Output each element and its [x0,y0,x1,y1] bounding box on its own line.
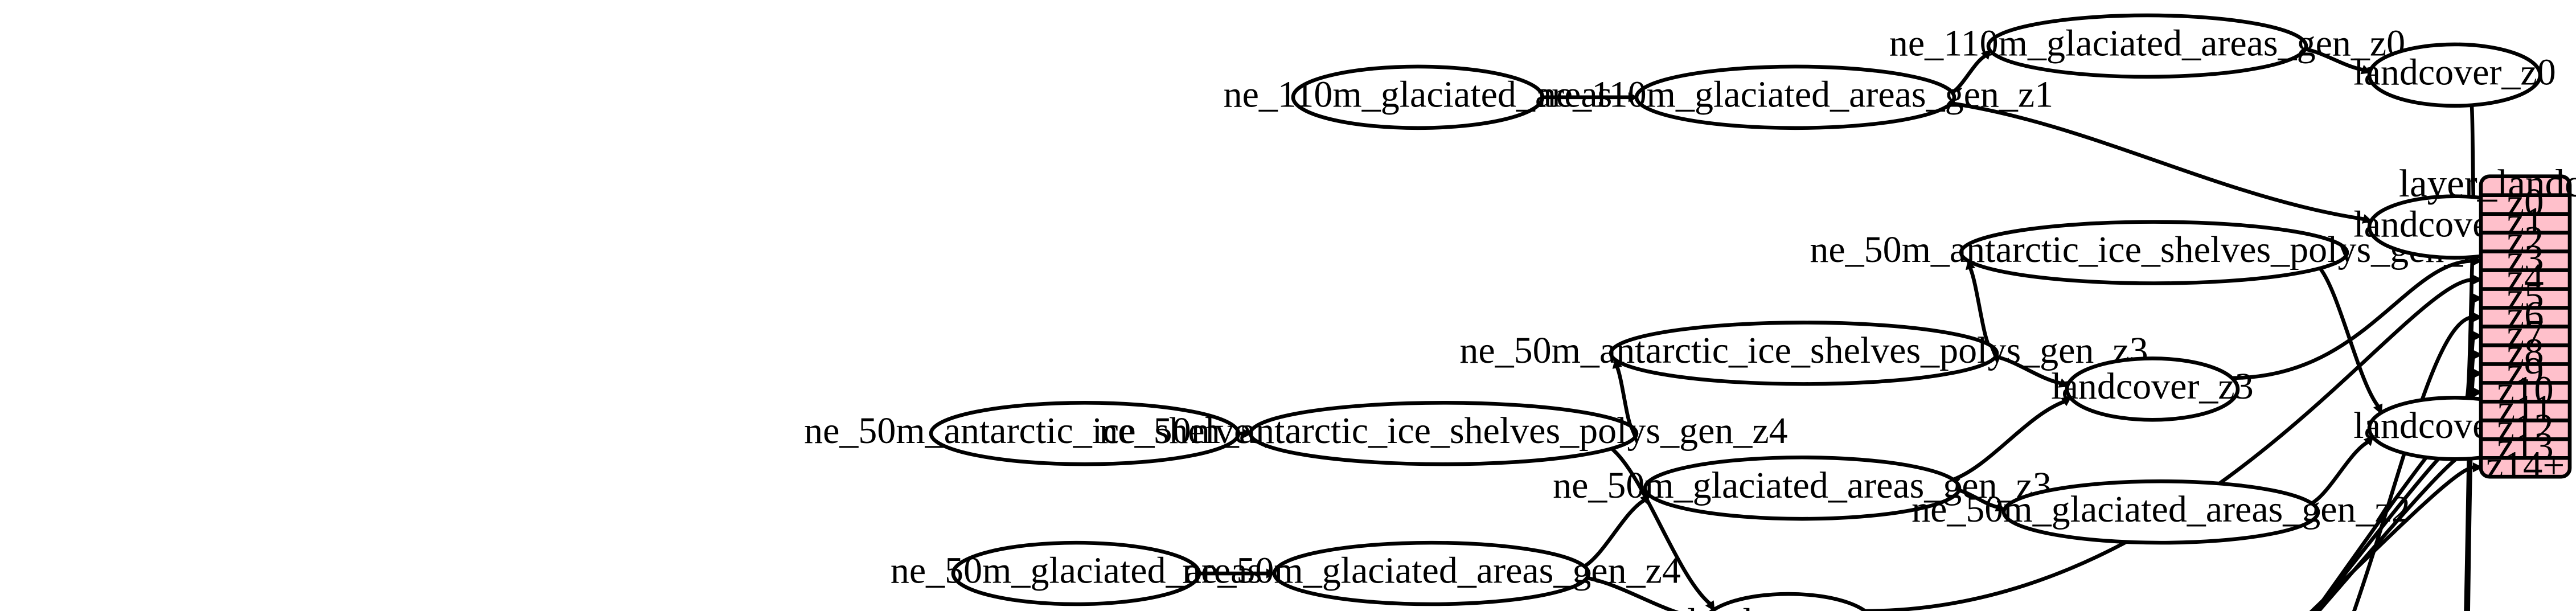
edge-ne_50m_glaciated_areas_gen_z4-to-landcover_z4 [1586,576,1679,611]
node-ne_50m_glaciated_areas_gen_z2[interactable]: ne_50m_glaciated_areas_gen_z2 [1912,479,2410,545]
record-row-z10[interactable]: z10 [2497,368,2554,412]
record-row-z1[interactable]: z1 [2507,199,2544,243]
record-row-z12[interactable]: z12 [2497,406,2554,449]
node-ne_50m_antarctic_ice_shelves_polys_gen_z2[interactable]: ne_50m_antarctic_ice_shelves_polys_gen_z… [1810,220,2499,285]
edge-ne_110m_glaciated_areas_gen_z1-to-landcover_z1 [1950,101,2373,224]
record-row-z3[interactable]: z3 [2507,237,2544,280]
node-label-ne_50m_glaciated_areas_gen_z2: ne_50m_glaciated_areas_gen_z2 [1912,489,2410,530]
node-label-landcover_z4: landcover_z4 [1687,601,1889,611]
node-label-ne_110m_glaciated_areas_gen_z1: ne_110m_glaciated_areas_gen_z1 [1537,73,2053,115]
edge-ne_50m_glaciated_areas_gen_z4-to-ne_50m_glaciated_areas_gen_z3 [1582,493,1651,568]
node-ne_50m_glaciated_areas_gen_z3[interactable]: ne_50m_glaciated_areas_gen_z3 [1553,455,2052,521]
node-layer: imposm3osm_landcover_polygonsimplify_vw_… [804,13,2556,611]
record-row-z14[interactable]: z14+ [2486,444,2565,487]
node-ne_110m_glaciated_areas_gen_z1[interactable]: ne_110m_glaciated_areas_gen_z1 [1537,64,2053,130]
record-header-label: layer_landcover [2399,162,2576,205]
node-landcover_z3[interactable]: landcover_z3 [2051,356,2254,422]
node-label-ne_50m_glaciated_areas_gen_z3: ne_50m_glaciated_areas_gen_z3 [1553,465,2052,506]
edge-ne_110m_glaciated_areas-to-ne_110m_glaciated_areas_gen_z1 [1541,92,1639,102]
record-row-z5[interactable]: z5 [2507,274,2544,318]
edge-ne_50m_antarctic_ice_shelves_polys_gen_z4-to-landcover_z4 [1610,446,1715,611]
node-label-ne_50m_glaciated_areas: ne_50m_glaciated_areas [891,550,1262,592]
record-row-z13[interactable]: z13 [2497,425,2554,468]
node-label-ne_110m_glaciated_areas_gen_z0: ne_110m_glaciated_areas_gen_z0 [1889,23,2405,64]
record-row-z11[interactable]: z11 [2497,387,2553,430]
node-ne_110m_glaciated_areas[interactable]: ne_110m_glaciated_areas [1224,64,1613,130]
node-label-ne_50m_glaciated_areas_gen_z4: ne_50m_glaciated_areas_gen_z4 [1182,550,1681,592]
node-landcover_z4[interactable]: landcover_z4 [1687,592,1890,611]
edge-landcover_z3-to-layer_landcover-z3 [2232,256,2483,380]
edge-ne_50m_glaciated_areas-to-ne_50m_glaciated_areas_gen_z4 [1198,568,1277,579]
record-row-z8[interactable]: z8 [2507,331,2544,374]
edge-landcover_z6-to-layer_landcover-z6 [2352,312,2483,611]
record-row-z0[interactable]: z0 [2507,181,2544,224]
node-label-landcover_z0: landcover_z0 [2353,52,2556,93]
node-label-ne_110m_glaciated_areas: ne_110m_glaciated_areas [1224,73,1613,115]
edge-ne_50m_glaciated_areas_gen_z2-to-landcover_z2 [2310,435,2374,506]
record-row-z6[interactable]: z6 [2507,293,2544,337]
edge-ne_50m_antarctic_ice_shelves_polys_gen_z3-to-landcover_z3 [1994,354,2069,388]
edge-ne_110m_glaciated_areas_gen_z1-to-ne_110m_glaciated_areas_gen_z0 [1950,49,1992,95]
edge-ne_50m_antarctic_ice_shelves_polys_gen_z2-to-landcover_z2 [2318,266,2383,415]
edge-osm_landcover_polygon-to-layer_landcover-z14 [2309,462,2483,611]
record-row-z4[interactable]: z4 [2507,256,2544,299]
node-ne_50m_glaciated_areas[interactable]: ne_50m_glaciated_areas [891,540,1262,606]
record-node-layer: layer_landcoverz0z1z2z3z4z5z6z7z8z9z10z1… [2399,162,2576,487]
node-label-ne_50m_antarctic_ice_shelves_polys_gen_z3: ne_50m_antarctic_ice_shelves_polys_gen_z… [1459,330,2148,371]
record-node-layer-landcover[interactable]: layer_landcoverz0z1z2z3z4z5z6z7z8z9z10z1… [2399,162,2576,487]
node-ne_110m_glaciated_areas_gen_z0[interactable]: ne_110m_glaciated_areas_gen_z0 [1889,13,2405,79]
edge-ne_110m_glaciated_areas_gen_z0-to-landcover_z0 [2304,47,2372,75]
node-landcover_z0[interactable]: landcover_z0 [2353,42,2556,108]
node-ne_50m_antarctic_ice_shelves_polys_gen_z3[interactable]: ne_50m_antarctic_ice_shelves_polys_gen_z… [1459,321,2148,386]
record-row-z2[interactable]: z2 [2507,218,2544,261]
node-label-landcover_z3: landcover_z3 [2051,366,2253,407]
edge-layer [1198,47,2539,611]
edge-ne_50m_glaciated_areas_gen_z3-to-landcover_z3 [1952,396,2072,482]
node-ne_50m_antarctic_ice_shelves_polys_gen_z4[interactable]: ne_50m_antarctic_ice_shelves_polys_gen_z… [1099,401,1788,466]
edge-landcover_z4-to-layer_landcover-z4 [1864,274,2483,611]
edge-landcover_z5-to-layer_landcover-z5 [2464,293,2483,611]
record-row-z7[interactable]: z7 [2507,312,2544,355]
node-ne_50m_glaciated_areas_gen_z4[interactable]: ne_50m_glaciated_areas_gen_z4 [1182,540,1681,606]
record-row-z9[interactable]: z9 [2507,350,2544,393]
edge-ne_50m_glaciated_areas_gen_z3-to-ne_50m_glaciated_areas_gen_z2 [1958,488,2006,511]
node-label-ne_50m_antarctic_ice_shelves_polys_gen_z4: ne_50m_antarctic_ice_shelves_polys_gen_z… [1099,410,1787,452]
